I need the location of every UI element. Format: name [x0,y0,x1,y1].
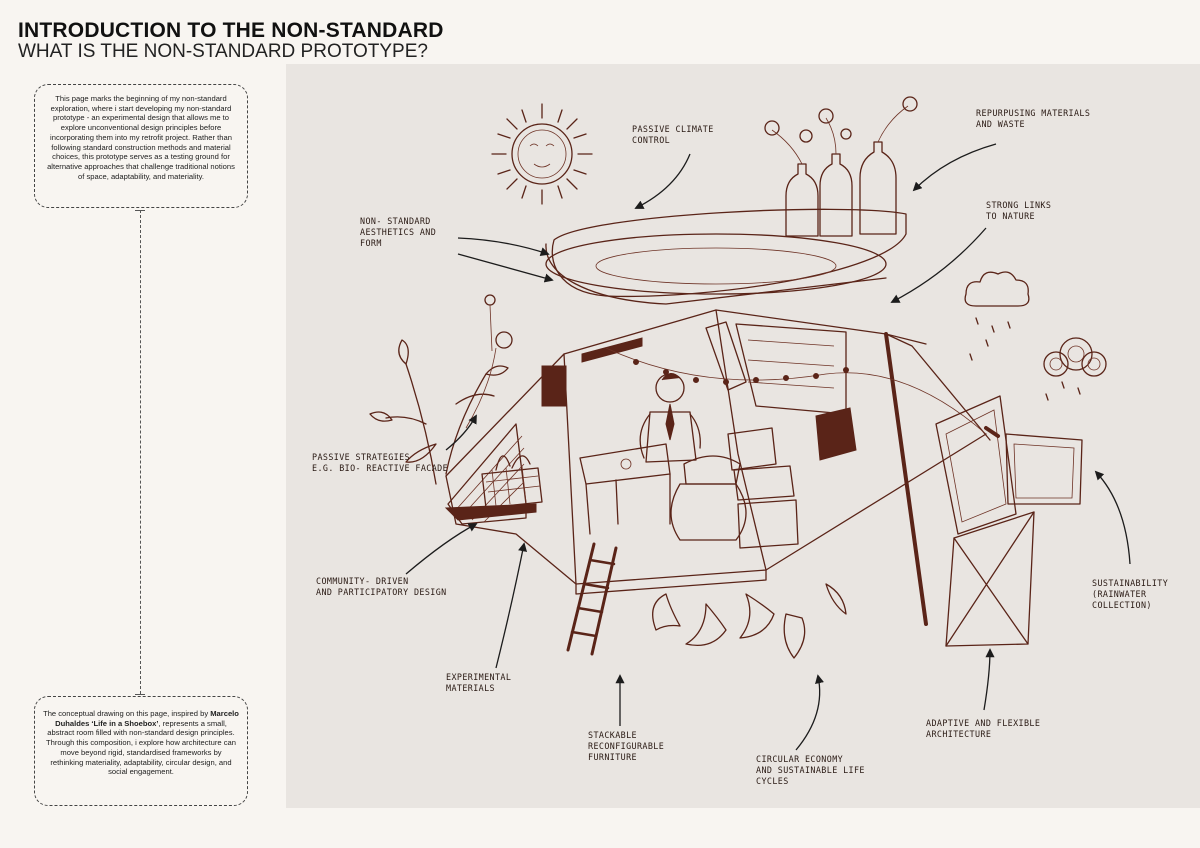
connector-tick-bottom [135,694,145,695]
label-adaptive: ADAPTIVE AND FLEXIBLE ARCHITECTURE [926,718,1041,739]
label-passive-climate: PASSIVE CLIMATE CONTROL [632,124,714,145]
ladder [566,542,618,656]
rainwater-frames [935,395,1083,647]
annotation-arrows [405,143,1131,751]
label-community: COMMUNITY- DRIVEN AND PARTICIPATORY DESI… [316,576,447,597]
sack-and-boxes [670,427,799,549]
concept-text-reference: Marcelo Duhaldes ‘Life in a Shoebox’ [55,709,239,728]
plant-bottom [652,583,847,659]
connector-tick-top [135,210,145,211]
intro-text-box: This page marks the beginning of my non-… [34,84,248,208]
sun-icon [491,103,593,205]
desk [579,443,671,535]
man-figure [639,373,701,463]
label-experimental: EXPERIMENTAL MATERIALS [446,672,512,693]
label-non-standard-aesthetics: NON- STANDARD AESTHETICS AND FORM [360,216,437,248]
illustration-panel: PASSIVE CLIMATE CONTROL REPURPUSING MATE… [286,64,1200,808]
concept-text-start: The conceptual drawing on this page, ins… [43,709,211,718]
dashed-connector [140,210,141,694]
label-passive-strategies: PASSIVE STRATEGIES E.G. BIO- REACTIVE FA… [312,452,449,473]
intro-text: This page marks the beginning of my non-… [47,94,235,181]
concept-text-end: , represents a small, abstract room fill… [46,718,236,777]
string-lights [605,347,987,435]
label-strong-links: STRONG LINKS TO NATURE [986,200,1052,221]
bottles-with-flowers [764,96,918,237]
basket [481,455,543,509]
concept-text-box: The conceptual drawing on this page, ins… [34,696,248,806]
label-repurposing: REPURPUSING MATERIALS AND WASTE [976,108,1091,129]
room-box [444,309,991,626]
label-sustainability: SUSTAINABILITY (RAINWATER COLLECTION) [1092,578,1169,610]
shoebox-room-illustration [369,96,1131,751]
cloud-icons [964,271,1107,401]
label-circular: CIRCULAR ECONOMY AND SUSTAINABLE LIFE CY… [756,754,865,786]
label-stackable: STACKABLE RECONFIGURABLE FURNITURE [588,730,665,762]
page-subtitle: WHAT IS THE NON-STANDARD PROTOTYPE? [18,41,428,62]
page-title: INTRODUCTION TO THE NON-STANDARD [18,19,444,42]
